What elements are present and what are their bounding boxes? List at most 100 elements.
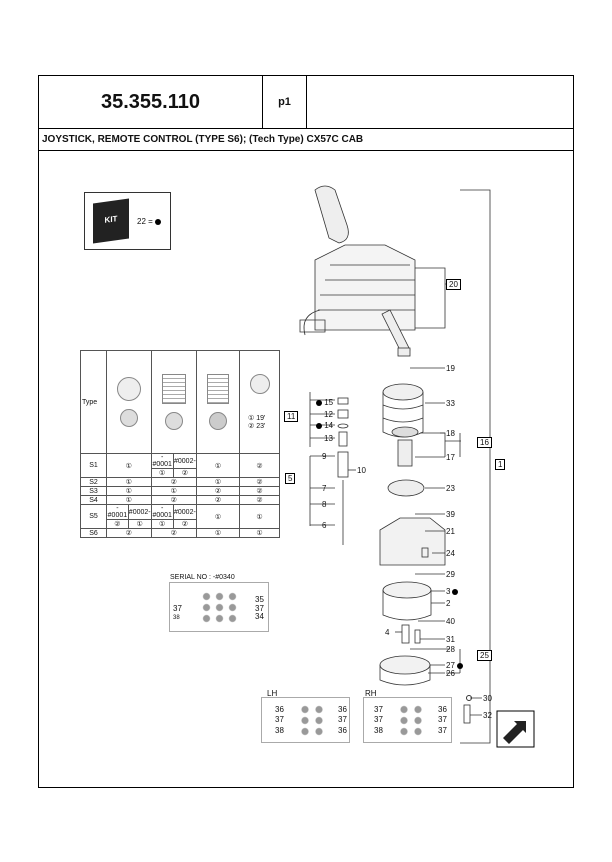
callout-14: 14 — [324, 421, 334, 430]
kit-dot-icon — [456, 662, 463, 669]
table-cell: -#0001 — [150, 504, 174, 520]
valve-callout: 34 — [255, 612, 264, 621]
callout-4: 4 — [385, 628, 390, 637]
table-cell: ② — [106, 528, 152, 538]
table-cell: ① — [239, 504, 280, 529]
table-cell: ① — [196, 528, 240, 538]
type-illustration-switch — [150, 350, 198, 454]
table-cell: ① — [150, 468, 174, 478]
callout-10: 10 — [357, 466, 366, 475]
lh-label: LH — [267, 689, 278, 698]
table-cell: ② — [239, 486, 280, 496]
callout-31: 31 — [446, 635, 455, 644]
valve-callout: 38 — [374, 726, 383, 735]
valve-callout: 37 — [374, 705, 383, 714]
callout-17: 17 — [446, 453, 455, 462]
callout-8: 8 — [322, 500, 327, 509]
table-cell: -#0001 — [150, 453, 174, 469]
valve-callout: 37 — [173, 604, 182, 613]
kit-dot-icon — [154, 218, 161, 225]
kit-legend-text: 22 = — [137, 217, 153, 226]
diagram-title: JOYSTICK, REMOTE CONTROL (TYPE S6); (Tec… — [38, 128, 574, 151]
valve-callout: 38 — [275, 726, 284, 735]
type-header: Type — [80, 350, 107, 454]
valve-callout: 36 — [338, 726, 347, 735]
callout-30: 30 — [483, 694, 492, 703]
kit-dot-icon — [316, 399, 322, 406]
callout-3: 3 — [446, 587, 451, 596]
valve-callout: 37 — [255, 604, 264, 613]
table-cell: ② — [150, 477, 198, 487]
table-cell: ② — [106, 519, 129, 529]
kit-dot-icon — [316, 422, 322, 429]
callout-18: 18 — [446, 429, 455, 438]
valve-callout: 37 — [338, 715, 347, 724]
valve-callout: 37 — [275, 715, 284, 724]
callout-39: 39 — [446, 510, 455, 519]
callout-9: 9 — [322, 452, 327, 461]
callout-6: 6 — [322, 521, 327, 530]
table-cell: ② — [239, 453, 280, 478]
callout-20: 20 — [446, 279, 461, 290]
type-illustration-handle — [106, 350, 152, 454]
table-cell: ② — [172, 468, 198, 478]
type-illustration-connector — [196, 350, 240, 454]
table-cell: ② — [172, 519, 198, 529]
lh-valve-panel: 36 37 38 36 37 36 — [261, 697, 350, 743]
table-cell: ② — [196, 486, 240, 496]
table-cell: #0002- — [172, 453, 198, 469]
callout-29: 29 — [446, 570, 455, 579]
valve-callout: 36 — [275, 705, 284, 714]
callout-33: 33 — [446, 399, 455, 408]
callout-7: 7 — [322, 484, 327, 493]
table-cell: ② — [239, 477, 280, 487]
table-cell: ① — [239, 528, 280, 538]
callout-25: 25 — [477, 650, 492, 661]
callout-23: 23 — [446, 484, 455, 493]
kit-legend: KIT 22 = — [84, 192, 171, 250]
table-cell: S4 — [80, 495, 107, 505]
rh-valve-panel: 37 37 38 36 37 37 — [363, 697, 452, 743]
valve-callout: 37 — [438, 715, 447, 724]
table-cell: ① — [106, 477, 152, 487]
table-cell: S2 — [80, 477, 107, 487]
table-cell: S3 — [80, 486, 107, 496]
callout-11: 11 — [284, 411, 299, 422]
valve-callout: 36 — [438, 705, 447, 714]
table-cell: #0002- — [172, 504, 198, 520]
callout-15: 15 — [324, 398, 334, 407]
table-cell: ① — [150, 486, 198, 496]
arrow-icon — [503, 721, 526, 744]
callout-2: 2 — [446, 599, 451, 608]
callout-5: 5 — [285, 473, 296, 484]
table-cell: #0002- — [127, 504, 152, 520]
callout-26: 26 — [446, 669, 455, 678]
callout-40: 40 — [446, 617, 455, 626]
callout-19: 19 — [446, 364, 455, 373]
table-cell: ② — [196, 495, 240, 505]
serial-label: SERIAL NO : -#0340 — [170, 574, 235, 581]
table-cell: ② — [239, 495, 280, 505]
callout-32: 32 — [483, 711, 492, 720]
callout-16: 16 — [477, 437, 492, 448]
table-cell: ① — [196, 504, 240, 529]
table-cell: ① — [196, 477, 240, 487]
table-cell: ① — [106, 453, 152, 478]
valve-callout: 38 — [173, 615, 180, 621]
callout-27: 27 — [446, 661, 455, 670]
table-cell: S6 — [80, 528, 107, 538]
valve-callout: 37 — [438, 726, 447, 735]
callout-13: 13 — [324, 434, 333, 443]
serial-valve-panel: 37 38 35 37 34 — [169, 582, 269, 632]
valve-callout: 37 — [374, 715, 383, 724]
table-cell: ① — [106, 486, 152, 496]
table-cell: ② — [150, 528, 198, 538]
table-cell: S5 — [80, 504, 107, 529]
